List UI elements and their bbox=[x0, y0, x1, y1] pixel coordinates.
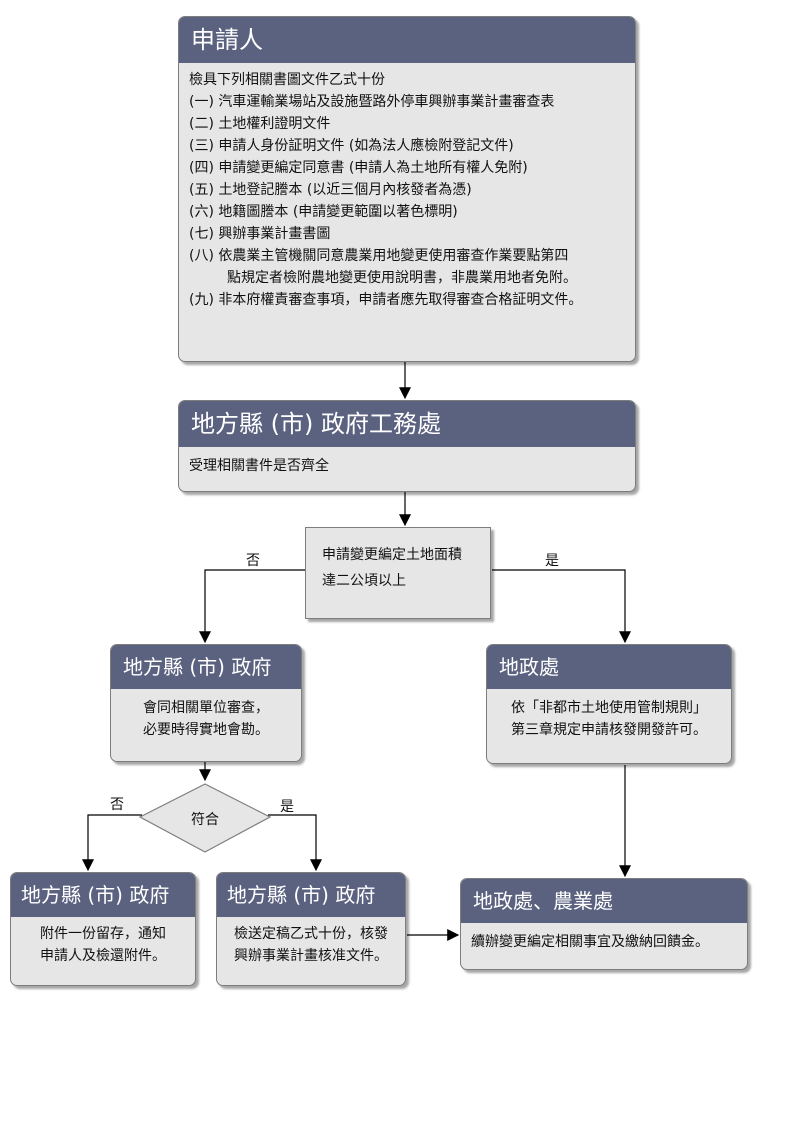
land-agri-body: 續辦變更編定相關事宜及繳納回饋金。 bbox=[471, 934, 709, 950]
document-item-4: (四) 申請變更編定同意書 (申請人為土地所有權人免附) bbox=[189, 160, 528, 176]
conform-label: 符合 bbox=[191, 812, 219, 828]
document-item-3: (三) 申請人身份証明文件 (如為法人應檢附登記文件) bbox=[189, 138, 514, 154]
works-dept-title: 地方縣 (市) 政府工務處 bbox=[179, 401, 635, 447]
land-agri-title: 地政處、農業處 bbox=[461, 879, 747, 923]
land-dept-line1: 依「非都市土地使用管制規則」 bbox=[511, 700, 707, 716]
applicant-intro: 檢具下列相關書圖文件乙式十份 bbox=[189, 72, 385, 88]
document-item-8: (八) 依農業主管機關同意農業用地變更使用審查作業要點第四 bbox=[189, 248, 569, 264]
works-dept-box: 地方縣 (市) 政府工務處 受理相關書件是否齊全 bbox=[178, 400, 636, 492]
document-item-9: (九) 非本府權責審查事項，申請者應先取得審查合格証明文件。 bbox=[189, 292, 583, 308]
area-check-yes-label: 是 bbox=[545, 553, 559, 569]
land-dept-title: 地政處 bbox=[487, 645, 731, 689]
land-dept-line2: 第三章規定申請核發開發許可。 bbox=[511, 722, 707, 738]
local-gov-review-box: 地方縣 (市) 政府 會同相關單位審查， 必要時得實地會勘。 bbox=[110, 644, 302, 762]
gov-approve-box: 地方縣 (市) 政府 檢送定稿乙式十份，核發 興辦事業計畫核准文件。 bbox=[216, 872, 406, 986]
local-gov-review-line1: 會同相關單位審查， bbox=[143, 700, 269, 716]
document-item-7: (七) 興辦事業計畫書圖 bbox=[189, 226, 331, 242]
local-gov-review-line2: 必要時得實地會勘。 bbox=[143, 722, 269, 738]
arrow-conform-yes bbox=[268, 814, 322, 872]
arrow-conform-no bbox=[82, 814, 142, 872]
document-item-1: (一) 汽車運輸業場站及設施暨路外停車興辦事業計畫審查表 bbox=[189, 94, 555, 110]
document-item-8-continued: 點規定者檢附農地變更使用說明書，非農業用地者免附。 bbox=[227, 270, 577, 286]
conform-yes-label: 是 bbox=[280, 799, 294, 815]
arrow-area-check-yes bbox=[492, 569, 631, 644]
gov-reject-box: 地方縣 (市) 政府 附件一份留存，通知 申請人及檢還附件。 bbox=[10, 872, 196, 986]
document-item-2: (二) 土地權利證明文件 bbox=[189, 116, 331, 132]
area-check-no-label: 否 bbox=[246, 553, 260, 569]
gov-approve-line2: 興辦事業計畫核准文件。 bbox=[234, 948, 388, 964]
conform-diamond bbox=[138, 783, 272, 853]
gov-reject-line1: 附件一份留存，通知 bbox=[40, 926, 166, 942]
document-item-6: (六) 地籍圖謄本 (申請變更範圍以著色標明) bbox=[189, 204, 458, 220]
gov-approve-title: 地方縣 (市) 政府 bbox=[217, 873, 405, 917]
conform-no-label: 否 bbox=[110, 797, 124, 813]
applicant-box: 申請人 檢具下列相關書圖文件乙式十份 (一) 汽車運輸業場站及設施暨路外停車興辦… bbox=[178, 16, 636, 362]
area-check-line1: 申請變更編定土地面積 bbox=[322, 547, 462, 563]
gov-reject-line2: 申請人及檢還附件。 bbox=[40, 948, 166, 964]
land-agri-box: 地政處、農業處 續辦變更編定相關事宜及繳納回饋金。 bbox=[460, 878, 748, 970]
works-dept-body: 受理相關書件是否齊全 bbox=[189, 458, 329, 474]
area-check-line2: 達二公頃以上 bbox=[322, 573, 406, 589]
gov-reject-title: 地方縣 (市) 政府 bbox=[11, 873, 195, 917]
land-dept-box: 地政處 依「非都市土地使用管制規則」 第三章規定申請核發開發許可。 bbox=[486, 644, 732, 764]
document-item-5: (五) 土地登記謄本 (以近三個月內核發者為憑) bbox=[189, 182, 472, 198]
applicant-title: 申請人 bbox=[179, 17, 635, 63]
arrow-area-check-no bbox=[199, 569, 305, 644]
area-check-box: 申請變更編定土地面積 達二公頃以上 bbox=[305, 527, 491, 619]
local-gov-review-title: 地方縣 (市) 政府 bbox=[111, 645, 301, 689]
gov-approve-line1: 檢送定稿乙式十份，核發 bbox=[234, 926, 388, 942]
